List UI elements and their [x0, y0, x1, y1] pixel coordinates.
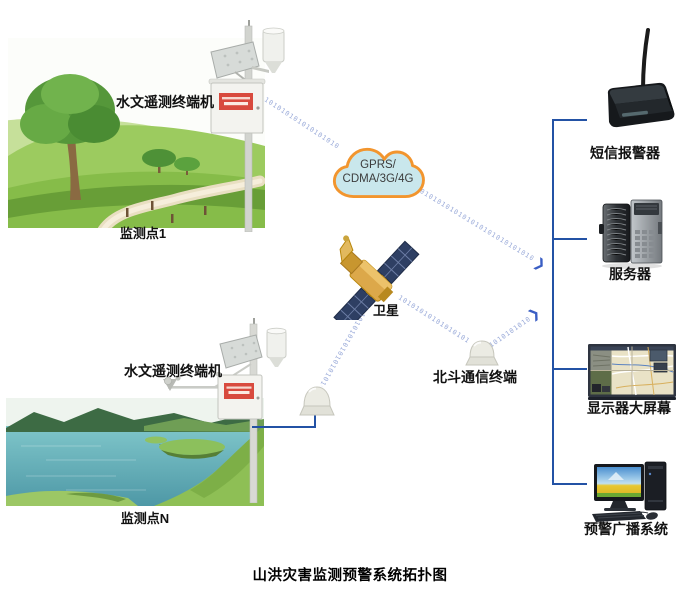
sms-alarm-device: [607, 28, 675, 128]
display-bigscreen-device: [588, 344, 676, 400]
cloud-label-line1: GPRS/: [360, 159, 396, 171]
station1-label: 水文遥测终端机: [116, 94, 214, 110]
stationn-caption: 监测点N: [120, 511, 170, 526]
server-device: [599, 199, 663, 269]
link-satellite-to-stationn-dome: 1010101010101010101010101010101010101010…: [318, 311, 366, 388]
station1-caption: 监测点1: [119, 226, 167, 241]
satellite-dome-antenna: [299, 386, 335, 416]
bus-stub-broadcast: [552, 483, 587, 485]
sms-alarm-label: 短信报警器: [590, 145, 660, 161]
bus-vertical-line: [552, 119, 554, 485]
beidou-label: 北斗通信终端: [433, 369, 517, 385]
beidou-dome-antenna: [465, 340, 499, 366]
stationn-dome-link-h: [252, 426, 316, 428]
telemetry-station-1: [208, 20, 285, 232]
display-label: 显示器大屏幕: [587, 400, 671, 416]
stationn-label: 水文遥测终端机: [124, 363, 222, 379]
bus-stub-display: [552, 368, 587, 370]
satellite-icon: [333, 235, 420, 320]
bus-stub-sms: [552, 119, 587, 121]
broadcast-label: 预警广播系统: [584, 521, 668, 537]
cloud-label-line2: CDMA/3G/4G: [342, 172, 414, 185]
stationn-dome-link-v: [314, 410, 316, 428]
broadcast-computer-device: [592, 461, 667, 522]
gprs-cloud: [332, 147, 425, 199]
cloud-label: GPRS/ CDMA/3G/4G: [330, 159, 426, 186]
server-label: 服务器: [609, 266, 651, 282]
satellite-label: 卫星: [372, 303, 399, 318]
telemetry-station-n: [163, 318, 287, 503]
bus-stub-server: [552, 238, 587, 240]
diagram-title: 山洪灾害监测预警系统拓扑图: [252, 568, 448, 584]
